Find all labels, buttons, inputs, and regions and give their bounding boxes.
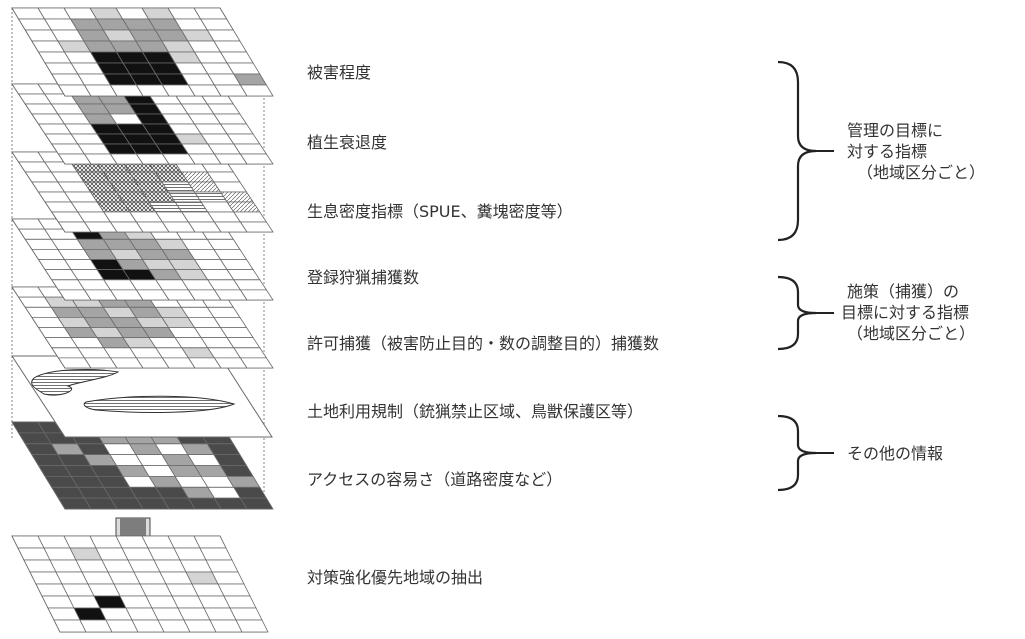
layer-label-damage: 被害程度 <box>307 63 372 82</box>
restricted-area-shape <box>31 369 120 396</box>
group-line: 施策（捕獲）の <box>847 282 960 301</box>
grid-cell <box>217 583 251 597</box>
grid-cell <box>199 547 233 561</box>
group-line: （地域区分ごと） <box>857 163 986 182</box>
brace-management-target <box>777 60 834 242</box>
grid-cell <box>229 607 263 621</box>
grid-cell <box>239 357 274 369</box>
group-label-management-target: 管理の目標に 対する指標 （地域区分ごと） <box>847 120 985 183</box>
grid-cell <box>239 289 274 301</box>
grid-cell <box>239 497 274 510</box>
layer-label-permit-capture: 許可捕獲（被害防止目的・数の調整目的）捕獲数 <box>307 334 660 353</box>
group-line: （地域区分ごと） <box>847 324 976 343</box>
grid-cell <box>239 221 274 233</box>
group-label-other-info: その他の情報 <box>847 443 943 464</box>
layer-label-registered-hunting: 登録狩猟捕獲数 <box>307 268 420 287</box>
group-line: 目標に対する指標 <box>841 303 970 322</box>
layer-stack-diagram <box>11 7 274 633</box>
layer-label-priority: 対策強化優先地域の抽出 <box>307 568 484 587</box>
layer-label-density: 生息密度指標（SPUE、糞塊密度等） <box>307 202 573 221</box>
group-line: 管理の目標に <box>847 121 944 140</box>
map-layer-damage <box>11 7 274 97</box>
grid-cell <box>211 571 245 585</box>
group-line: 対する指標 <box>847 142 928 161</box>
protected-area-shape <box>83 395 236 413</box>
layer-label-access: アクセスの容易さ（道路密度など） <box>307 470 563 489</box>
layer-label-land-use: 土地利用規制（銃猟禁止区域、鳥獣保護区等） <box>307 402 644 421</box>
brace-other-info <box>777 414 834 492</box>
layer-label-vegetation: 植生衰退度 <box>307 133 388 152</box>
map-layer-land-use <box>11 355 273 438</box>
brace-measure-target <box>777 275 834 351</box>
group-label-measure-target: 施策（捕獲）の 目標に対する指標 （地域区分ごと） <box>841 281 976 344</box>
grid-cell <box>223 595 257 609</box>
group-line: その他の情報 <box>847 444 944 463</box>
grid-cell <box>193 535 227 549</box>
grid-cell <box>239 153 274 165</box>
map-layer-access <box>11 421 274 510</box>
map-layer-priority <box>11 535 269 633</box>
grid-cell <box>235 619 269 633</box>
grid-cell <box>205 559 239 573</box>
grid-cell <box>239 84 274 97</box>
